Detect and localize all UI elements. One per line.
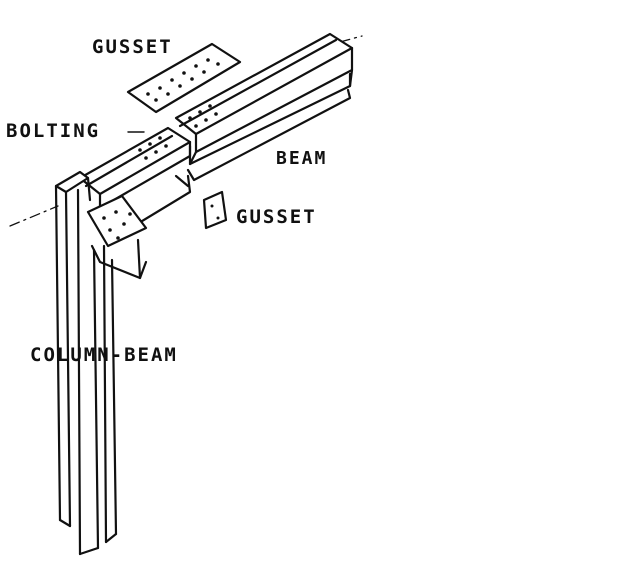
gusset-plate-column bbox=[86, 194, 148, 248]
label-column-beam: COLUMN-BEAM bbox=[30, 344, 178, 366]
label-beam: BEAM bbox=[276, 148, 328, 169]
label-bolting: BOLTING bbox=[6, 120, 101, 142]
gusset-plate-small bbox=[202, 190, 228, 230]
center-line-top bbox=[9, 35, 363, 227]
beam-right bbox=[174, 32, 354, 182]
column bbox=[54, 170, 148, 556]
label-gusset-top: GUSSET bbox=[92, 36, 173, 58]
label-gusset-right: GUSSET bbox=[236, 206, 317, 228]
gusset-plate-top bbox=[126, 42, 242, 114]
